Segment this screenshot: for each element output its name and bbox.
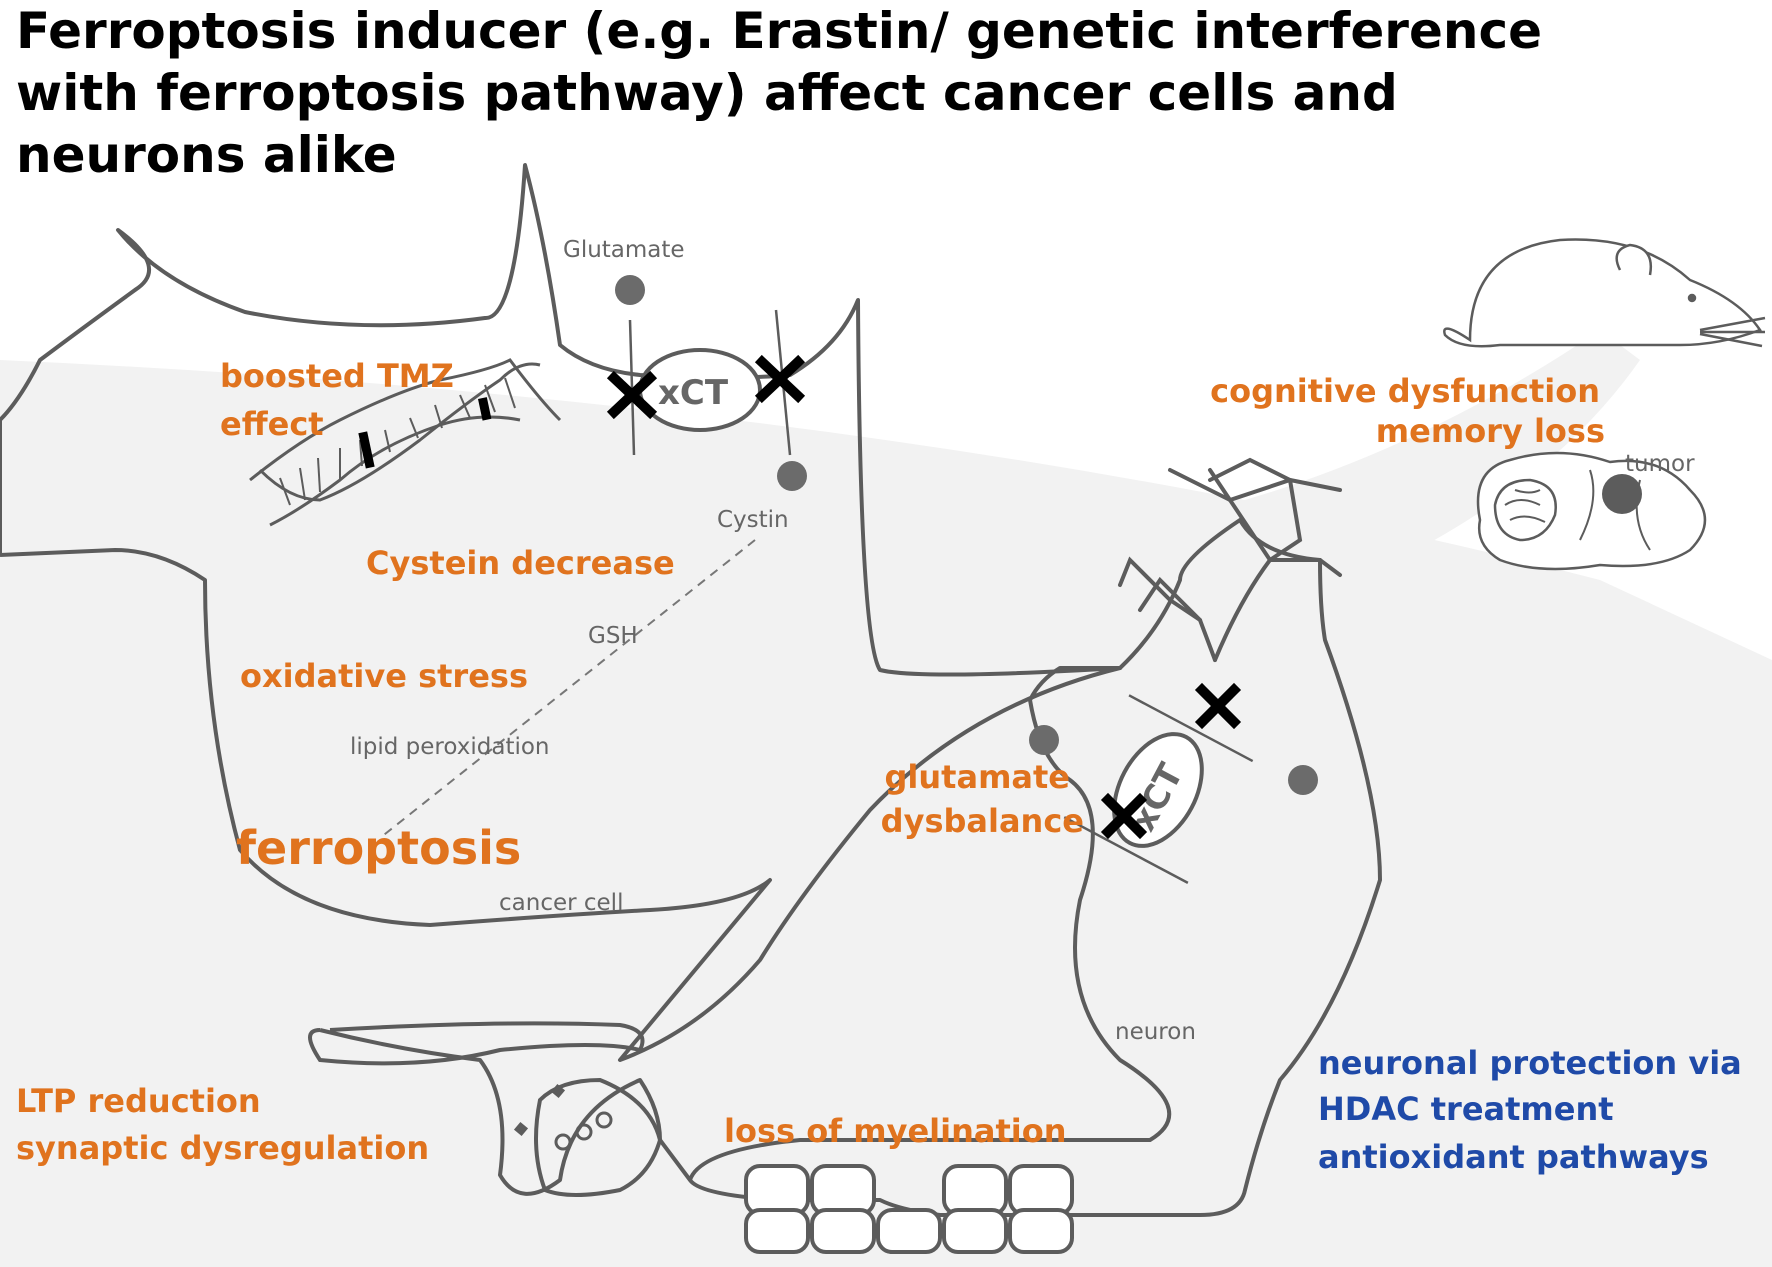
synaptic-vesicles <box>554 1111 613 1151</box>
label-cancer-cell: cancer cell <box>499 890 624 916</box>
axon-terminal <box>319 1028 692 1196</box>
neuron-dendrites <box>1118 457 1342 662</box>
myelin-sheaths <box>744 1164 1074 1254</box>
label-ferroptosis: ferroptosis <box>236 821 522 875</box>
label-ltp-reduction: LTP reduction <box>16 1082 261 1120</box>
svg-text:xCT: xCT <box>658 373 729 413</box>
cancer-cell-outline <box>0 163 1122 1062</box>
label-cystin: Cystin <box>717 507 789 533</box>
block-x-icon <box>606 354 806 420</box>
label-oxidative-stress: oxidative stress <box>240 657 528 695</box>
label-neuron: neuron <box>1115 1019 1196 1045</box>
synapse-receptors <box>513 1083 566 1137</box>
page-title: Ferroptosis inducer (e.g. Erastin/ genet… <box>16 0 1616 186</box>
label-boosted-tmz-2: effect <box>220 405 324 443</box>
block-x-neuron-icon <box>1100 682 1242 840</box>
label-memory-loss: memory loss <box>1375 412 1605 450</box>
brain-icon <box>1476 451 1707 571</box>
xct-transporter-cancer-icon: xCT <box>606 309 806 456</box>
label-neuronal-protection: neuronal protection via <box>1318 1044 1742 1082</box>
label-glutamate: Glutamate <box>563 237 685 263</box>
tumor-dot <box>1602 474 1642 514</box>
label-hdac-treatment: HDAC treatment <box>1318 1090 1614 1128</box>
label-cystein-decrease: Cystein decrease <box>366 544 675 582</box>
label-tumor: tumor <box>1625 451 1695 477</box>
label-synaptic-dysregulation: synaptic dysregulation <box>16 1129 430 1167</box>
label-glutamate-dysbalance-2: dysbalance <box>880 802 1084 840</box>
title-line-1: Ferroptosis inducer (e.g. Erastin/ genet… <box>16 2 1543 60</box>
title-line-3: neurons alike <box>16 126 397 184</box>
label-cognitive-dysfunction: cognitive dysfunction <box>1210 372 1600 410</box>
label-antioxidant-pathways: antioxidant pathways <box>1318 1138 1709 1176</box>
label-lipid-peroxidation: lipid peroxidation <box>350 734 550 760</box>
xct-transporter-neuron-icon: xCT <box>1063 694 1254 885</box>
label-glutamate-dysbalance-1: glutamate <box>884 758 1070 796</box>
molecule-dots <box>615 275 1318 795</box>
dna-helix-icon <box>249 358 562 527</box>
label-gsh: GSH <box>588 623 638 649</box>
label-loss-of-myelination: loss of myelination <box>724 1112 1067 1150</box>
background-sweep-upper <box>1060 330 1640 650</box>
title-line-2: with ferroptosis pathway) affect cancer … <box>16 64 1398 122</box>
label-boosted-tmz-1: boosted TMZ <box>220 357 454 395</box>
synapse-curve <box>308 1021 645 1066</box>
postsynaptic-curve <box>534 1077 663 1197</box>
mouse-icon <box>1443 238 1766 348</box>
